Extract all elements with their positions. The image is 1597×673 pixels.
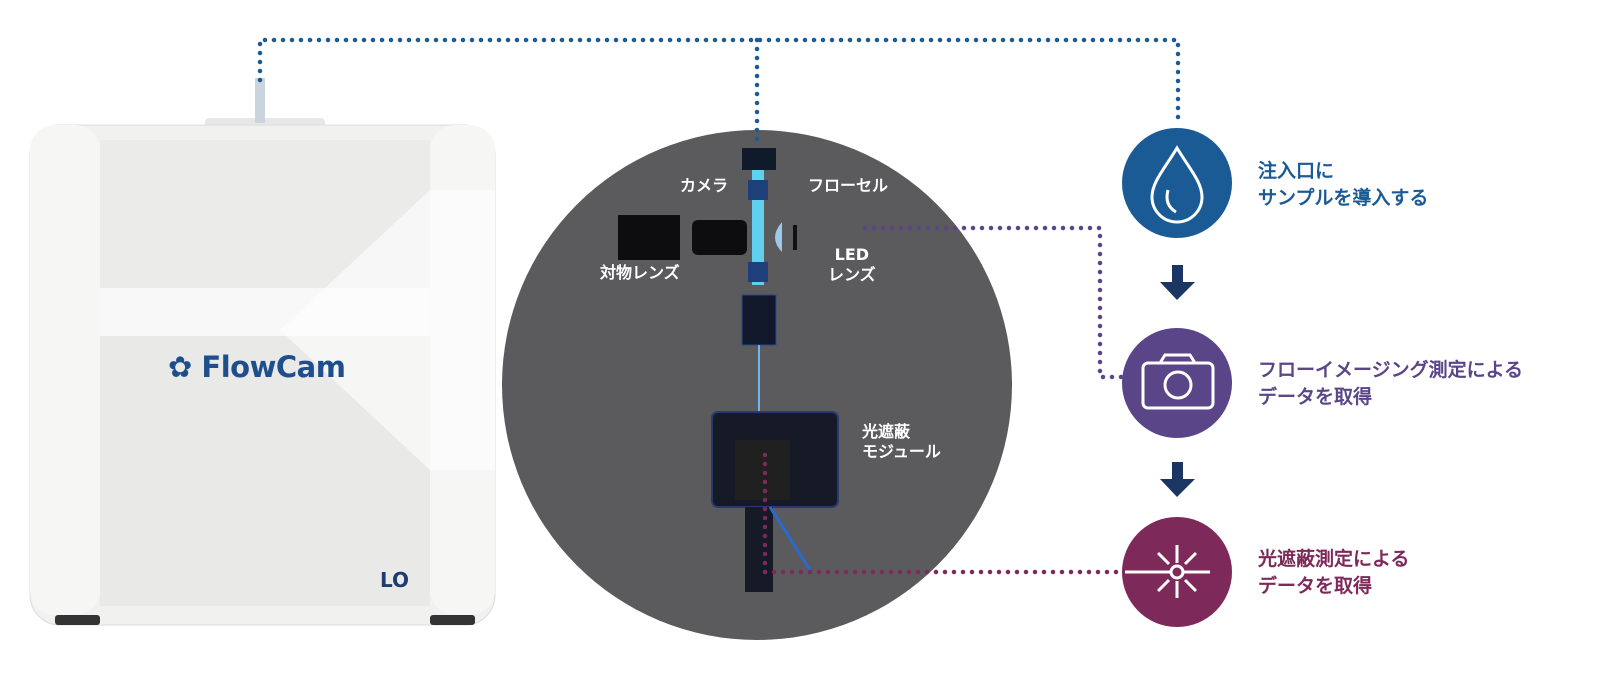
step-1-icon-circle xyxy=(1122,128,1232,238)
camera-icon xyxy=(1141,353,1215,410)
step-3-text: 光遮蔽測定による データを取得 xyxy=(1258,548,1410,597)
sample-inlet xyxy=(255,78,265,123)
step-2-icon-circle xyxy=(1122,328,1232,438)
label-objective-lens: 対物レンズ xyxy=(600,263,680,282)
arrow-down-2 xyxy=(1160,462,1195,497)
flowcam-instrument xyxy=(29,78,496,626)
model-label: LO xyxy=(380,568,410,592)
step-2-text: フローイメージング測定による データを取得 xyxy=(1258,359,1524,408)
led-lens-part xyxy=(775,222,782,252)
light-burst-icon xyxy=(1125,545,1210,598)
label-flow-cell: フローセル xyxy=(808,176,889,195)
step-1-text: 注入口に サンプルを導入する xyxy=(1258,160,1429,209)
brand-logo: ✿ FlowCam xyxy=(168,350,346,384)
connector-obscuration xyxy=(762,452,1125,575)
step-3-icon-circle xyxy=(1122,517,1232,627)
water-drop-icon xyxy=(1150,145,1204,224)
objective-lens-part xyxy=(692,220,747,255)
label-camera: カメラ xyxy=(680,176,729,195)
internal-view-inset xyxy=(502,130,1012,640)
label-obscuration-module: 光遮蔽 モジュール xyxy=(862,422,941,461)
connector-imaging xyxy=(862,225,1125,380)
connector-inlet xyxy=(257,37,1181,143)
arrow-down-1 xyxy=(1160,265,1195,300)
camera-part xyxy=(618,215,680,260)
label-led-lens: LED レンズ xyxy=(828,245,876,284)
